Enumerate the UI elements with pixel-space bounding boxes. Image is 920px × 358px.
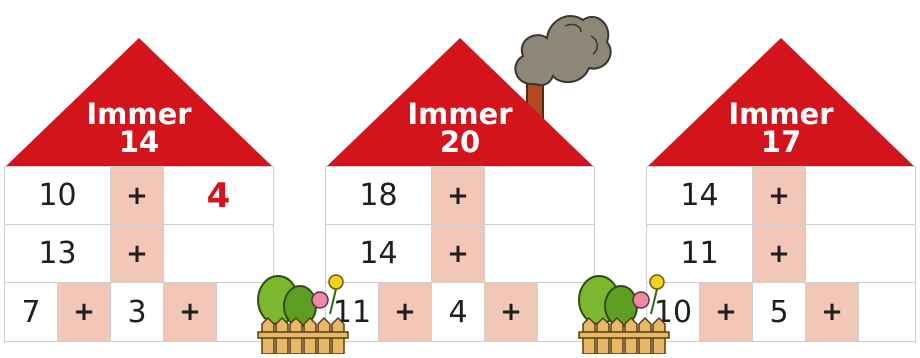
cell: 13	[4, 224, 111, 283]
roof-title-3: Immer 17	[646, 97, 916, 159]
garden-fence-bush-icon	[257, 274, 349, 354]
cell: 14	[646, 166, 753, 225]
operator-cell: +	[699, 282, 753, 342]
operator-cell: +	[752, 166, 806, 225]
roof-title-1: Immer 14	[4, 97, 274, 159]
answer-cell[interactable]	[805, 166, 916, 225]
operator-cell: +	[752, 224, 806, 283]
operator-cell: +	[57, 282, 111, 342]
house-2: Immer 20 18 + 14 + 11 + 4 +	[325, 0, 595, 358]
roof-title-2: Immer 20	[325, 97, 595, 159]
house-grid-2: 18 + 14 + 11 + 4 +	[325, 166, 595, 342]
house-grid-1: 10 + 4 13 + 7 + 3 +	[4, 166, 274, 342]
operator-cell: +	[110, 166, 164, 225]
garden-fence-bush-icon	[578, 274, 670, 354]
roof-2	[325, 38, 595, 168]
cell: 10	[646, 282, 700, 342]
operator-cell: +	[431, 224, 485, 283]
answer-cell[interactable]: 4	[163, 166, 274, 225]
cell: 10	[4, 166, 111, 225]
cell: 18	[325, 166, 432, 225]
house-1: Immer 14 10 + 4 13 + 7 + 3 +	[4, 0, 274, 358]
cell: 14	[325, 224, 432, 283]
operator-cell: +	[378, 282, 432, 342]
cell: 5	[752, 282, 806, 342]
cell: 4	[431, 282, 485, 342]
roof-title-number: 17	[760, 125, 802, 159]
roof-title-number: 20	[439, 125, 481, 159]
answer-cell[interactable]	[858, 282, 916, 342]
operator-cell: +	[484, 282, 538, 342]
cell: 3	[110, 282, 164, 342]
house-3: Immer 17 14 + 11 + 10 + 5 +	[646, 0, 916, 358]
operator-cell: +	[110, 224, 164, 283]
roof-title-word: Immer	[728, 97, 834, 131]
operator-cell: +	[805, 282, 859, 342]
roof-3	[646, 38, 916, 168]
answer-cell[interactable]	[805, 224, 916, 283]
answer-cell[interactable]	[163, 224, 274, 283]
roof-title-word: Immer	[407, 97, 513, 131]
operator-cell: +	[431, 166, 485, 225]
operator-cell: +	[163, 282, 217, 342]
house-grid-3: 14 + 11 + 10 + 5 +	[646, 166, 916, 342]
cell: 11	[646, 224, 753, 283]
roof-title-word: Immer	[86, 97, 192, 131]
answer-cell[interactable]	[484, 166, 595, 225]
roof-1	[4, 38, 274, 168]
cell: 7	[4, 282, 58, 342]
roof-title-number: 14	[118, 125, 160, 159]
